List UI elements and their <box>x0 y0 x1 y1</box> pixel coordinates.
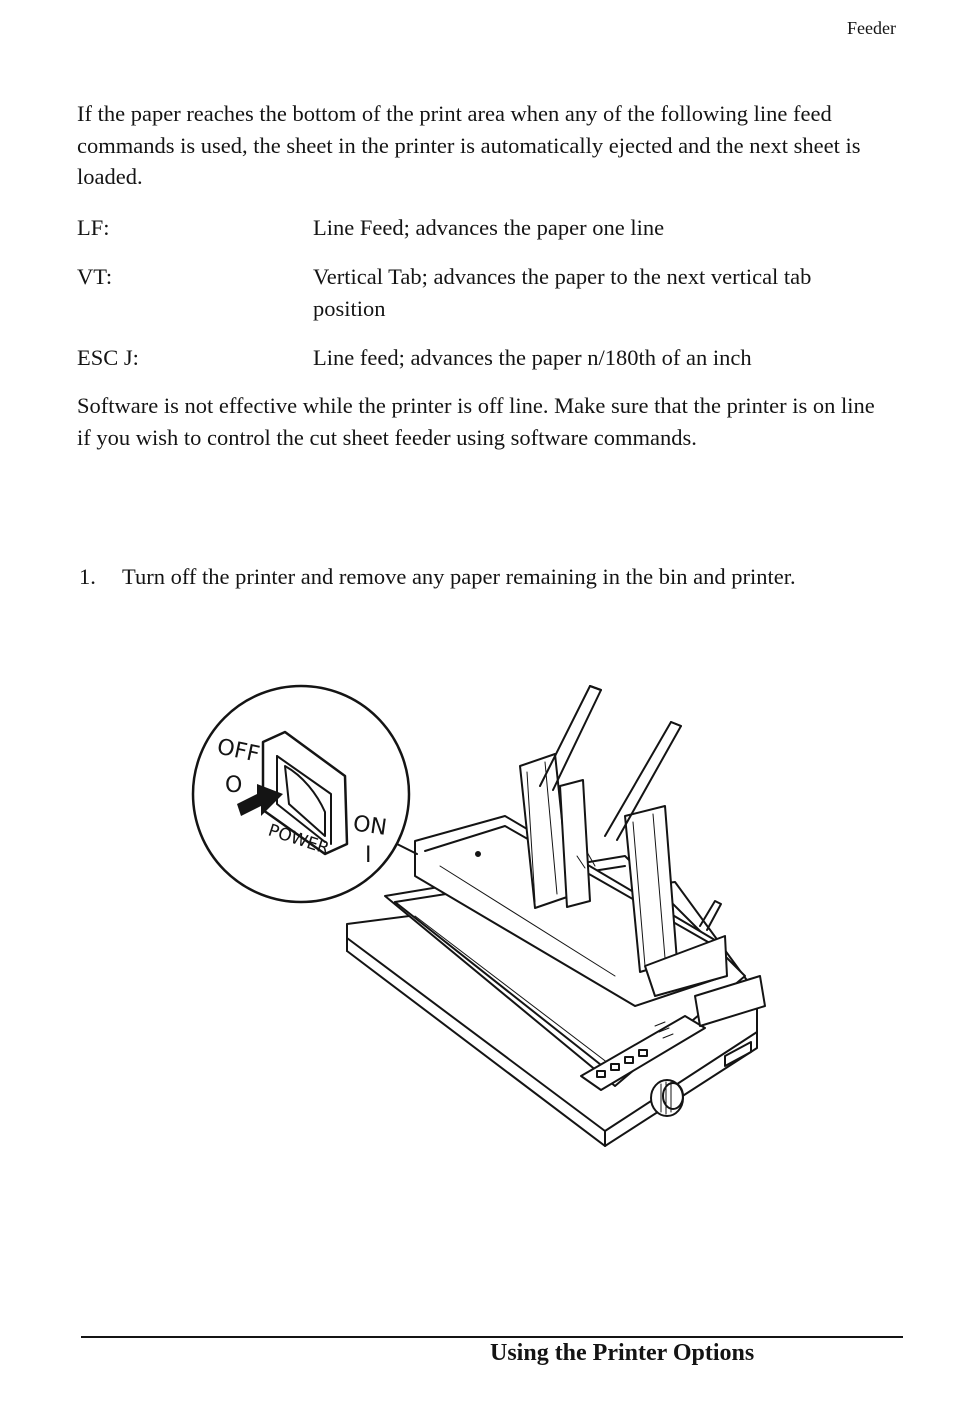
step-number: 1. <box>79 564 96 589</box>
command-description-vt: Vertical Tab; advances the paper to the … <box>313 264 812 321</box>
sheet-feeder-drawing <box>414 685 728 1039</box>
power-switch-callout-drawing <box>191 684 418 904</box>
command-description-lf: Line Feed; advances the paper one line <box>313 215 665 240</box>
intro-paragraph: If the paper reaches the bottom of the p… <box>77 101 861 189</box>
switch-label-on-symbol: I <box>365 843 372 868</box>
footer-rule <box>81 1336 903 1338</box>
command-description-esc-j: Line feed; advances the paper n/180th of… <box>313 345 752 370</box>
step-text: Turn off the printer and remove any pape… <box>122 564 796 589</box>
switch-label-off-symbol: O <box>225 773 242 798</box>
running-header: Feeder <box>847 18 896 38</box>
printer-with-sheet-feeder-illustration: OFF O ON I POWER <box>185 676 775 1156</box>
software-note-paragraph: Software is not effective while the prin… <box>77 393 875 450</box>
switch-label-on: ON <box>351 811 388 840</box>
footer-section-title: Using the Printer Options <box>490 1340 755 1366</box>
command-term-esc-j: ESC J: <box>77 345 139 370</box>
command-term-vt: VT: <box>77 264 113 289</box>
command-term-lf: LF: <box>77 215 110 240</box>
